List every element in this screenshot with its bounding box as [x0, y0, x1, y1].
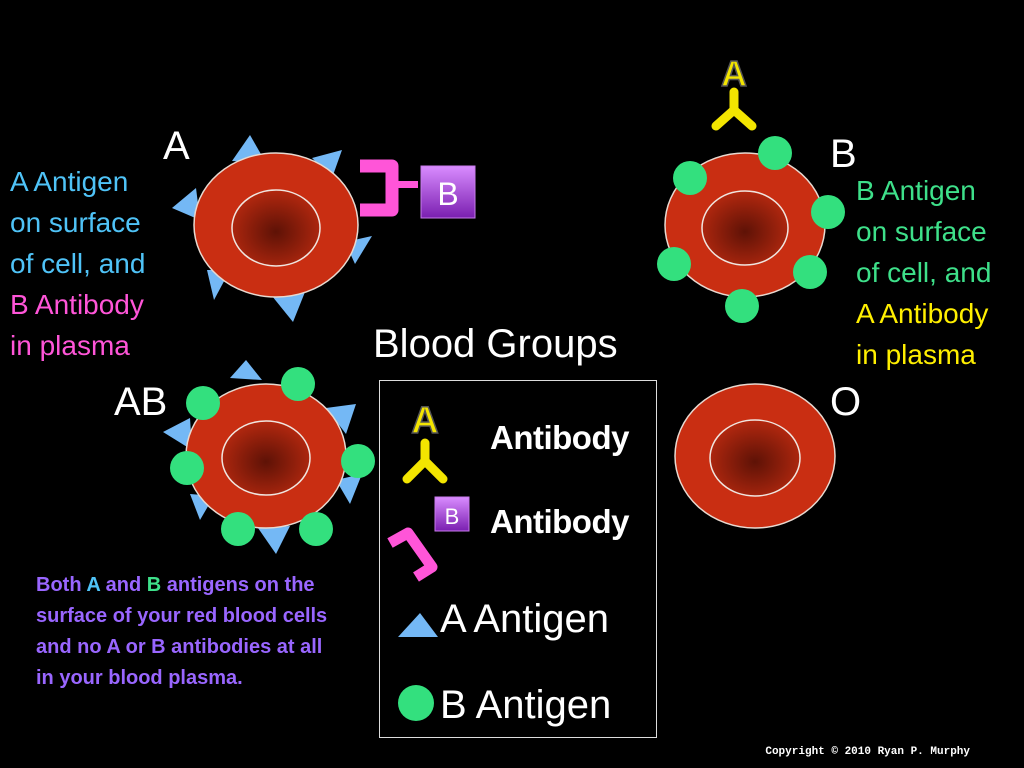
b-badge-letter: B	[437, 176, 458, 212]
ab-note-text: Both	[36, 574, 87, 596]
b-antigen-icon	[811, 195, 845, 229]
cell-b-antigens	[657, 136, 845, 323]
a-antigen-icon	[163, 418, 192, 450]
b-antigen-icon	[341, 444, 375, 478]
group-a-line-3: of cell, and	[10, 248, 146, 279]
group-ab-label: AB	[114, 380, 168, 424]
a-antigen-icon	[258, 526, 290, 554]
a-antigen-icon	[336, 474, 362, 504]
group-b-line-5: in plasma	[856, 339, 976, 370]
group-b-line-4: A Antibody	[856, 298, 989, 329]
cell-ab	[185, 383, 347, 529]
cell-ab-b-antigens	[170, 367, 375, 546]
group-o-label: O	[830, 380, 862, 424]
b-antigen-icon	[657, 247, 691, 281]
copyright: Copyright © 2010 Ryan P. Murphy	[765, 746, 970, 758]
legend-b-antibody-label: Antibody	[490, 503, 629, 540]
cell-a	[193, 152, 359, 298]
svg-text:A: A	[721, 53, 747, 94]
svg-text:B: B	[445, 504, 460, 529]
group-b-line-3: of cell, and	[856, 257, 992, 288]
group-a-line-5: in plasma	[10, 330, 130, 361]
b-antibody-badge: B	[420, 165, 476, 219]
b-antigen-icon	[725, 289, 759, 323]
ab-note-text: antigens on the surface of your red bloo…	[36, 574, 328, 689]
legend: A B Antibody Antibody A Antigen B Antige…	[379, 380, 657, 738]
group-a-label: A	[163, 124, 190, 168]
legend-a-antigen-icon	[398, 613, 438, 637]
svg-text:A: A	[411, 400, 438, 442]
b-antigen-icon	[186, 386, 220, 420]
group-a-line-4: B Antibody	[10, 289, 144, 320]
legend-b-antigen-icon	[398, 685, 434, 721]
cell-b	[664, 152, 826, 298]
group-b-label: B	[830, 132, 857, 176]
ab-note-b: B	[146, 574, 162, 596]
group-a-description: A Antigen on surface of cell, and B Anti…	[10, 161, 145, 366]
b-antigen-icon	[170, 451, 204, 485]
a-antigen-icon	[272, 292, 305, 322]
group-a-line-1: A Antigen	[10, 166, 129, 197]
ab-note-text: and	[100, 574, 147, 596]
b-antigen-icon	[793, 255, 827, 289]
b-antibody-icon	[360, 159, 418, 217]
ab-note-a: A	[86, 574, 101, 596]
group-a-line-2: on surface	[10, 207, 141, 238]
a-antigen-icon	[312, 150, 342, 178]
legend-b-antigen-label: B Antigen	[440, 683, 612, 727]
cell-o	[674, 383, 836, 529]
a-antigen-icon	[326, 404, 356, 434]
group-b-line-2: on surface	[856, 216, 987, 247]
cell-ab-a-antigens	[163, 360, 362, 554]
group-ab-description: Both A and B antigens on the surface of …	[36, 570, 336, 694]
b-antigen-icon	[221, 512, 255, 546]
page-title: Blood Groups	[373, 322, 618, 366]
b-antigen-icon	[758, 136, 792, 170]
legend-a-antigen-label: A Antigen	[440, 597, 610, 641]
a-antibody-icon: A	[711, 52, 757, 131]
b-antigen-icon	[281, 367, 315, 401]
a-antigen-icon	[172, 188, 200, 220]
group-b-description: B Antigen on surface of cell, and A Anti…	[856, 170, 991, 375]
b-antigen-icon	[299, 512, 333, 546]
legend-a-antibody-label: Antibody	[490, 419, 629, 456]
group-b-line-1: B Antigen	[856, 175, 976, 206]
a-antigen-icon	[230, 360, 262, 380]
legend-b-antibody-icon: B	[387, 496, 470, 582]
legend-icons: A B	[387, 399, 470, 721]
legend-a-antibody-icon: A	[402, 399, 448, 484]
b-antigen-icon	[673, 161, 707, 195]
